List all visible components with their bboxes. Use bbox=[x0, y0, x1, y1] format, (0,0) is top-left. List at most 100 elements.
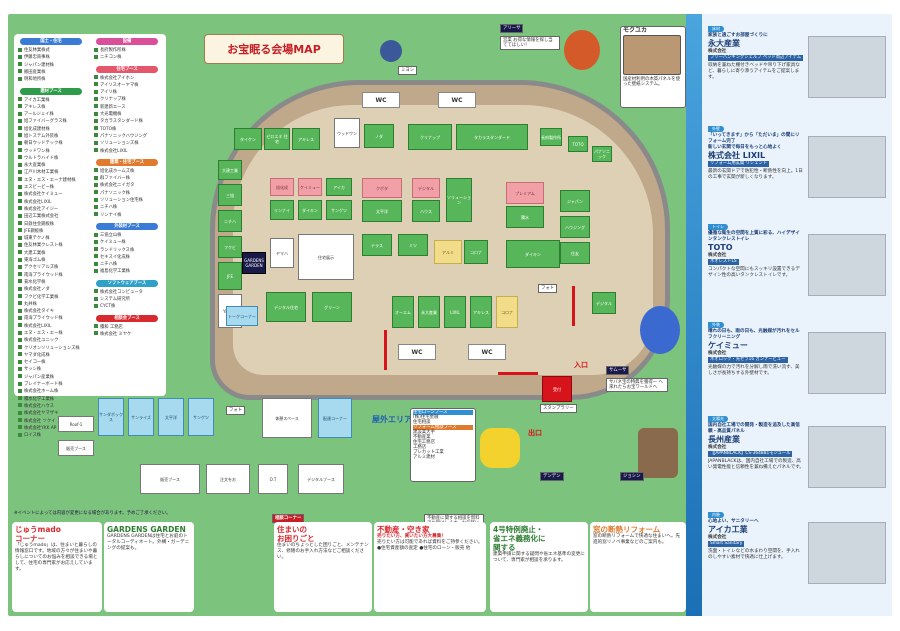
legend-item[interactable]: ウルトラハイド株 bbox=[18, 155, 84, 162]
legend-item[interactable]: ランドリックス株 bbox=[94, 247, 160, 254]
legend-item[interactable]: 旭ファイバーグラス株 bbox=[18, 118, 84, 125]
photo-spot[interactable]: フォト bbox=[538, 284, 558, 293]
legend-item[interactable]: 菊水化学株 bbox=[18, 279, 84, 286]
legend-item[interactable]: 南海プライウッド株 bbox=[18, 315, 84, 322]
outdoor-booth[interactable]: 太平洋 bbox=[158, 398, 184, 436]
legend-item[interactable]: アイリ株 bbox=[94, 89, 160, 96]
legend-item[interactable]: ケイミュー株 bbox=[94, 239, 160, 246]
booth[interactable]: ニチハ bbox=[218, 210, 242, 232]
booth[interactable]: ジャパン bbox=[560, 190, 590, 212]
legend-item[interactable]: ウッドワン株 bbox=[18, 148, 84, 155]
booth[interactable]: ハウジング bbox=[560, 216, 590, 238]
legend-item[interactable]: 株式会社 ミヤケ bbox=[94, 331, 160, 338]
legend-item[interactable]: ジャパン産業株 bbox=[18, 374, 84, 381]
legend-item[interactable]: 株式会社LIXIL bbox=[94, 148, 160, 155]
legend-item[interactable]: 旭トステム外装株 bbox=[18, 133, 84, 140]
legend-item[interactable]: 南海プライウッド株 bbox=[18, 272, 84, 279]
legend-item[interactable]: 丸井株 bbox=[18, 301, 84, 308]
booth[interactable]: アイカ bbox=[326, 178, 352, 196]
booth[interactable]: デジタル bbox=[592, 292, 616, 314]
outdoor-booth[interactable]: サンライズ bbox=[128, 398, 154, 436]
legend-item[interactable]: フクビ化学工業株 bbox=[18, 294, 84, 301]
legend-item[interactable]: リンナイ株 bbox=[94, 212, 160, 219]
legend-item[interactable]: ニチハ株 bbox=[94, 204, 160, 211]
legend-item[interactable]: エヌ・エス・エーナ建材株 bbox=[18, 177, 84, 184]
legend-item[interactable]: 株式会社タイキ bbox=[18, 308, 84, 315]
digital-booth[interactable]: デジタルブース bbox=[298, 464, 344, 494]
outdoor-booth[interactable]: サンゲツ bbox=[188, 398, 214, 436]
legend-item[interactable]: セキスイ化成株 bbox=[94, 254, 160, 261]
legend-item[interactable]: 株式会社ホーム株 bbox=[18, 388, 84, 395]
booth[interactable]: テラス bbox=[362, 234, 392, 256]
booth[interactable]: ダイキン bbox=[506, 240, 560, 268]
legend-item[interactable]: 株式会社コンピュータ bbox=[94, 289, 160, 296]
booth[interactable]: クボタ bbox=[362, 178, 402, 198]
legend-item[interactable]: 伊藤忠商事株 bbox=[18, 54, 84, 61]
legend-item[interactable]: 城東テクノ株 bbox=[18, 235, 84, 242]
legend-item[interactable]: 積和 工務店 bbox=[94, 324, 160, 331]
legend-item[interactable]: 田辺工業株式会社 bbox=[18, 213, 84, 220]
booth[interactable]: 大建工業 bbox=[218, 160, 242, 180]
booth[interactable]: フクビ bbox=[218, 236, 242, 258]
legend-item[interactable]: クリオンソリューションズ株 bbox=[18, 345, 84, 352]
booth[interactable]: コロナ bbox=[464, 240, 488, 264]
booth[interactable]: 三協 bbox=[218, 184, 242, 206]
booth[interactable]: 住宅展示 bbox=[298, 234, 354, 280]
legend-item[interactable]: 飯田産業株 bbox=[18, 69, 84, 76]
booth[interactable]: グリーン bbox=[312, 292, 352, 322]
legend-item[interactable]: ブレイナーボード株 bbox=[18, 381, 84, 388]
legend-item[interactable]: 江戸川木材工業株 bbox=[18, 169, 84, 176]
legend-item[interactable]: 群ファイバー株 bbox=[94, 175, 160, 182]
reception-desk[interactable]: 受付 bbox=[542, 376, 572, 402]
outdoor-booth[interactable]: 配達コーナー bbox=[318, 398, 352, 438]
legend-item[interactable]: 株式会社ニイガタ bbox=[94, 182, 160, 189]
legend-item[interactable]: 新建新エース bbox=[94, 104, 160, 111]
legend-item[interactable]: ロイス株 bbox=[18, 432, 84, 439]
legend-item[interactable]: アールジェイ株 bbox=[18, 111, 84, 118]
legend-item[interactable]: ソリューション住宅株 bbox=[94, 197, 160, 204]
legend-item[interactable]: 株式会社YKK AP bbox=[18, 425, 84, 432]
booth[interactable]: アキレス bbox=[470, 296, 492, 328]
booth[interactable]: プレミアム bbox=[506, 182, 544, 204]
booth[interactable]: デジタル bbox=[412, 178, 440, 198]
legend-item[interactable]: 朝日ウッドテック株 bbox=[18, 140, 84, 147]
legend-item[interactable]: ニチハ株 bbox=[94, 261, 160, 268]
legend-item[interactable]: 住友林業株式 bbox=[18, 47, 84, 54]
booth[interactable]: 旭化成 bbox=[270, 178, 294, 196]
legend-item[interactable]: JFE鋼板株 bbox=[18, 228, 84, 235]
booth[interactable]: ミツ bbox=[398, 234, 428, 256]
roof-booth[interactable]: 販売ブース bbox=[58, 440, 94, 456]
legend-item[interactable]: ジャパン建材株 bbox=[18, 62, 84, 69]
photo-spot[interactable]: フォト bbox=[226, 406, 246, 415]
legend-item[interactable]: アイカ工業株 bbox=[18, 97, 84, 104]
legend-item[interactable]: 永大産業株 bbox=[18, 162, 84, 169]
booth[interactable]: JFE bbox=[218, 262, 242, 290]
break-space[interactable]: 休憩スペース bbox=[262, 398, 312, 438]
booth[interactable]: トークコーナー bbox=[226, 306, 258, 326]
legend-item[interactable]: ソリューションズ株 bbox=[94, 140, 160, 147]
legend-item[interactable]: 住友林業クレスト株 bbox=[18, 242, 84, 249]
legend-item[interactable]: 株式会社ハウス bbox=[18, 403, 84, 410]
legend-item[interactable]: 福島化学工業株 bbox=[94, 268, 160, 275]
legend-item[interactable]: アキレス株 bbox=[18, 104, 84, 111]
booth[interactable]: オーエム bbox=[392, 296, 414, 328]
legend-item[interactable]: 大建工業株 bbox=[18, 250, 84, 257]
booth[interactable]: サンゲツ bbox=[326, 200, 352, 220]
legend-item[interactable]: 積水化学工業株 bbox=[18, 396, 84, 403]
legend-item[interactable]: パナソニック株 bbox=[94, 190, 160, 197]
booth[interactable]: LIXIL bbox=[444, 296, 466, 328]
booth[interactable]: 太平洋 bbox=[362, 200, 402, 222]
booth[interactable]: 長府製作所 bbox=[540, 128, 562, 146]
legend-item[interactable]: 株式会社ユニック bbox=[18, 337, 84, 344]
legend-item[interactable]: 株式会社ケイミュー bbox=[18, 191, 84, 198]
booth[interactable]: TOTO bbox=[568, 136, 588, 152]
legend-item[interactable]: パナソニックハウジング bbox=[94, 133, 160, 140]
booth[interactable]: ハウス bbox=[412, 200, 440, 222]
booth[interactable]: ヤマハ bbox=[270, 238, 294, 268]
legend-item[interactable]: デクセリアルズ株 bbox=[18, 264, 84, 271]
booth[interactable]: リンナイ bbox=[270, 200, 294, 220]
legend-item[interactable]: 長府製作所株 bbox=[94, 47, 160, 54]
legend-item[interactable]: 旭化成ホームズ株 bbox=[94, 168, 160, 175]
legend-item[interactable]: ニチコン株 bbox=[94, 54, 160, 61]
legend-item[interactable]: 明和地所株 bbox=[18, 76, 84, 83]
